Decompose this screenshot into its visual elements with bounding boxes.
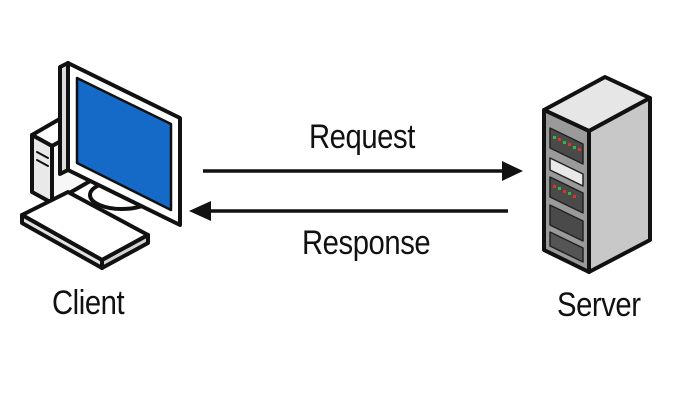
- request-label: Request: [309, 118, 415, 156]
- client-tower-front: [30, 133, 54, 205]
- server-side: [587, 96, 652, 274]
- response-arrow: [189, 201, 508, 221]
- server-leds: [553, 136, 581, 198]
- desktop-computer-icon: [20, 61, 182, 270]
- monitor-screen: [75, 76, 173, 212]
- monitor-edge: [58, 61, 70, 176]
- server-bay-2: [549, 157, 584, 187]
- server-bay-4: [549, 204, 584, 242]
- request-arrow: [203, 161, 523, 181]
- response-label: Response: [302, 224, 431, 262]
- server-bay-5: [549, 231, 584, 263]
- server-bay-3: [549, 176, 584, 214]
- response-arrowhead: [189, 201, 211, 221]
- request-arrowhead: [502, 161, 523, 181]
- server-bay-1: [549, 127, 584, 165]
- client-label: Client: [52, 284, 125, 322]
- server-tower-icon: [542, 75, 652, 274]
- server-label: Server: [557, 286, 641, 324]
